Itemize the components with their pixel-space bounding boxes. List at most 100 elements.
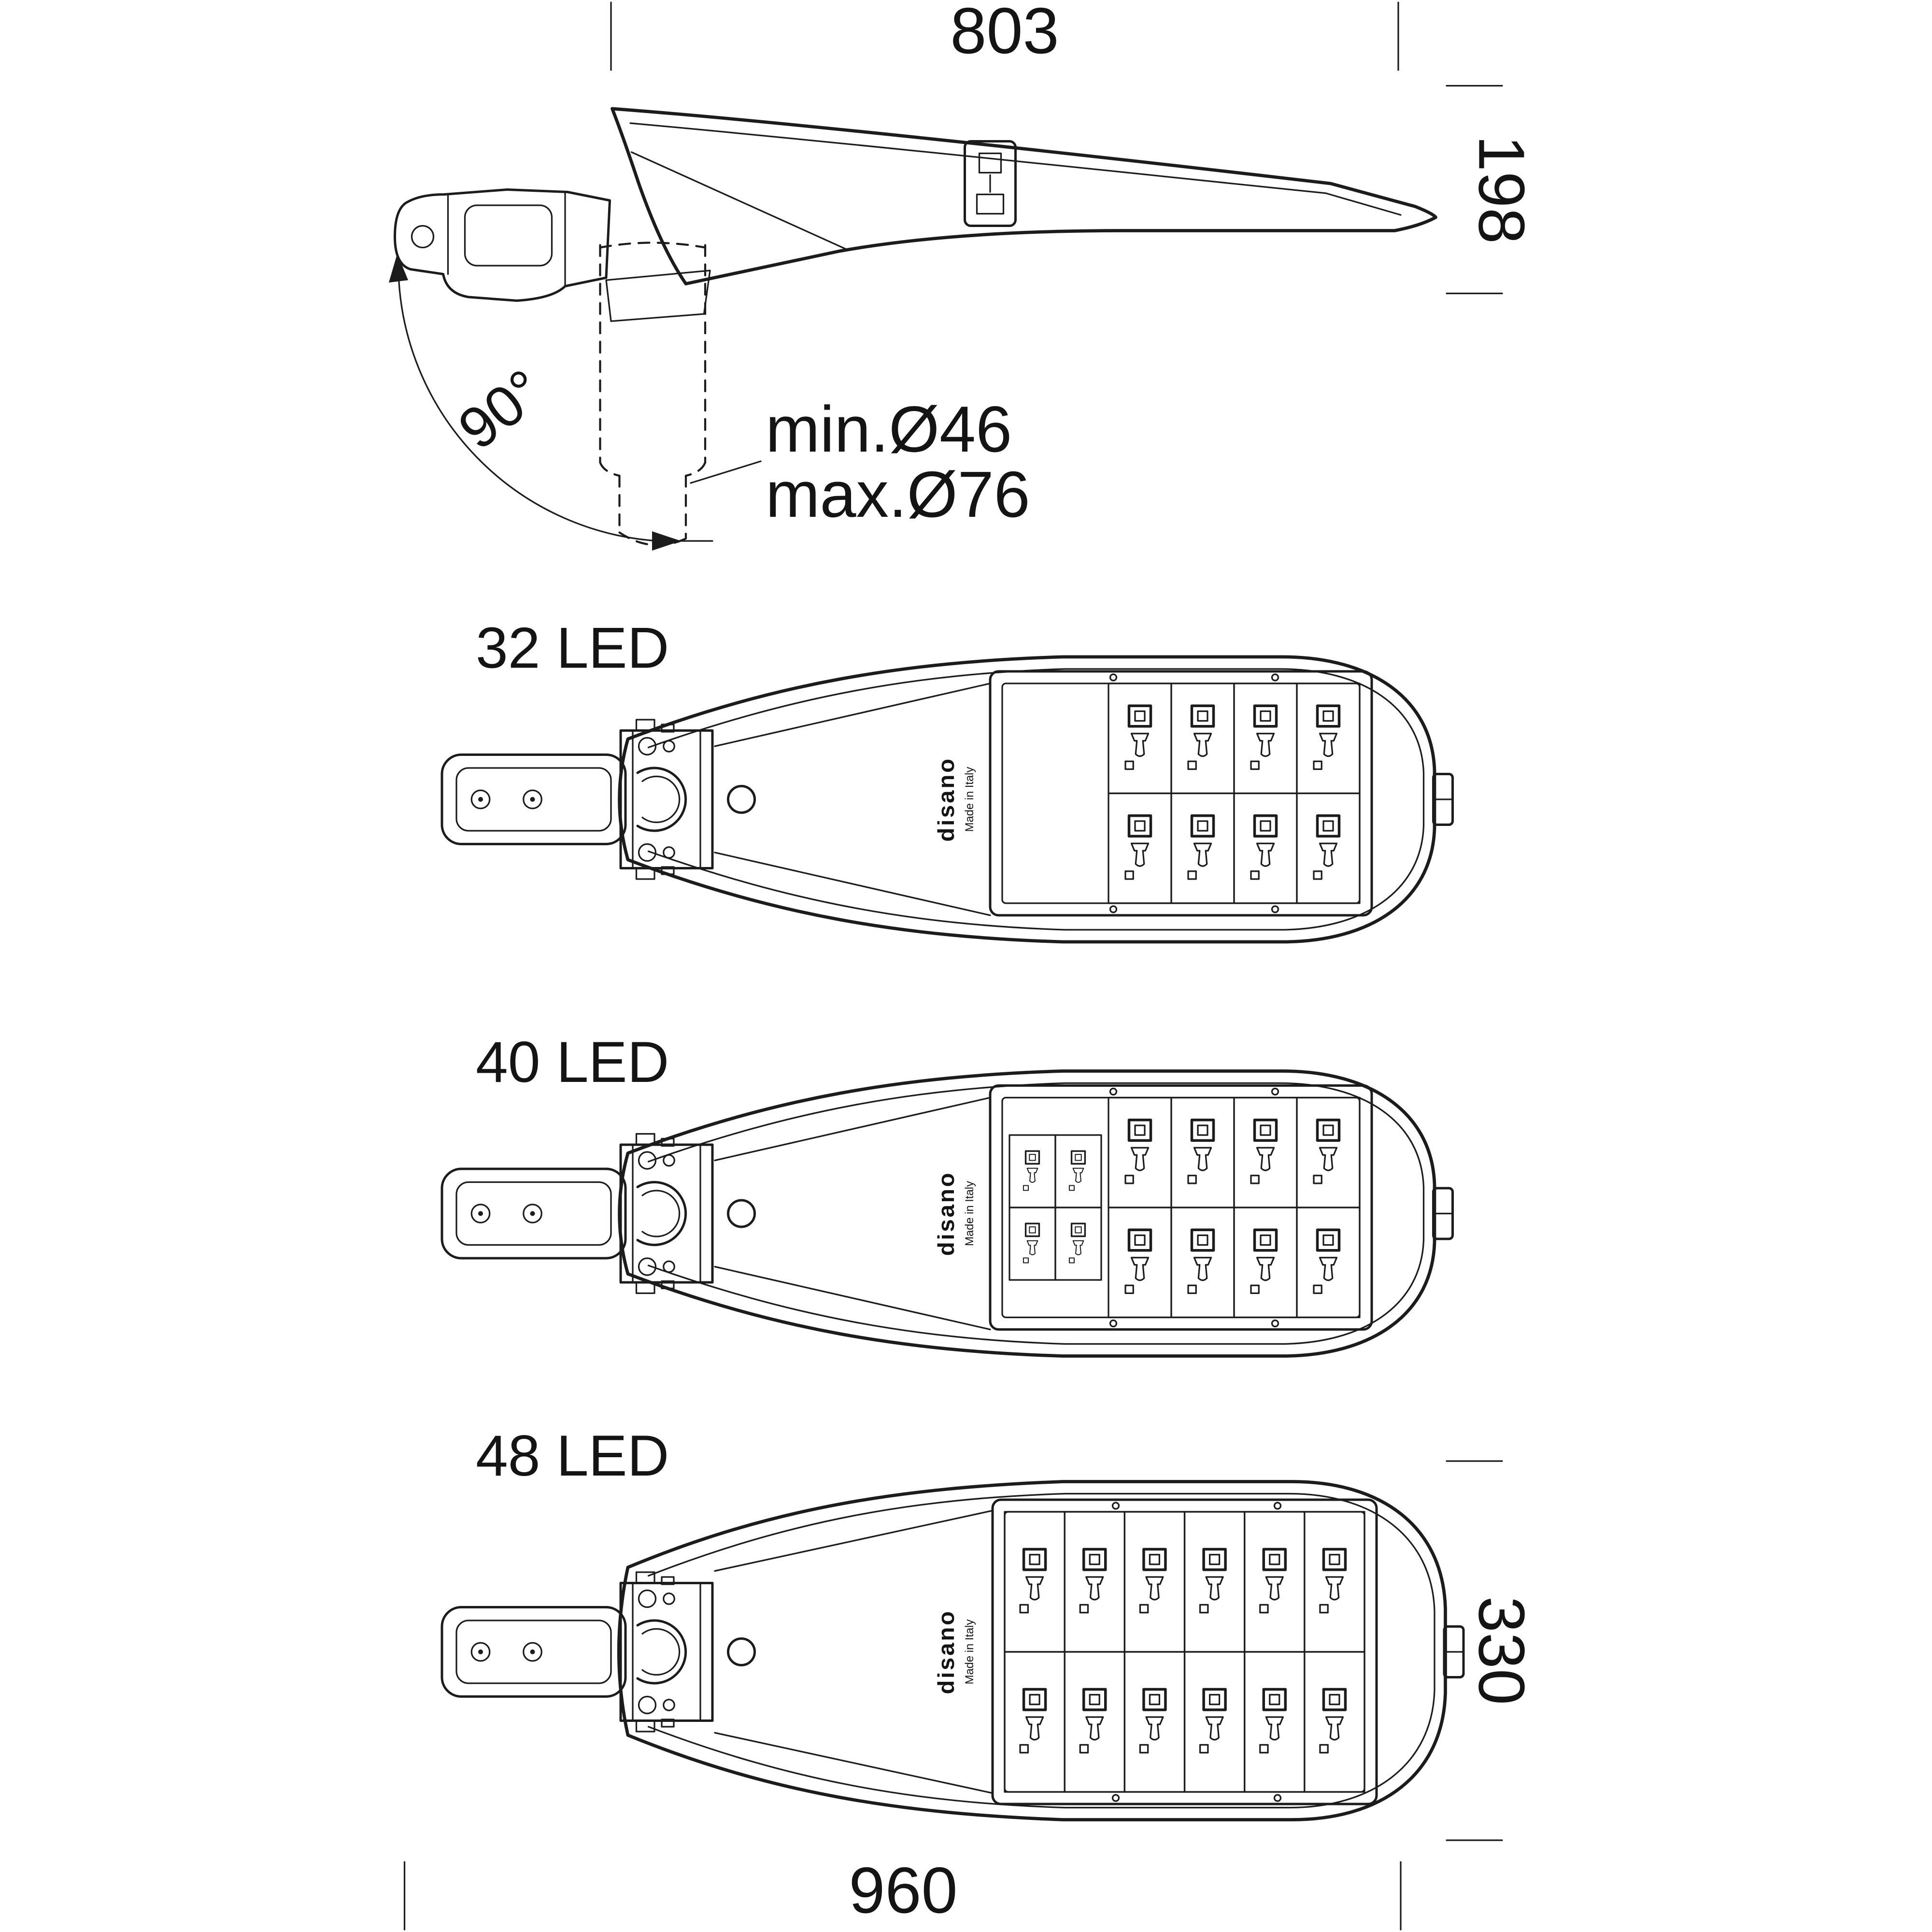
led-module-icon	[1200, 1690, 1226, 1753]
led-module-cell	[1123, 1511, 1186, 1653]
led-module-icon	[1251, 816, 1277, 879]
variant-40-label: 40 LED	[476, 1030, 669, 1094]
led-module-cell	[1004, 1651, 1065, 1793]
brand-logo-text-40: disano	[934, 1171, 959, 1256]
made-in-italy-text-32: Made in Italy	[963, 767, 976, 832]
dim-960-label: 960	[849, 1854, 957, 1927]
led-module-icon	[1314, 816, 1339, 879]
led-array-48	[1004, 1511, 1365, 1793]
plan-view-32led: 32 LED disano Made in Italy	[442, 616, 1453, 942]
led-module-icon	[1023, 1222, 1040, 1264]
led-module-icon	[1140, 1549, 1165, 1613]
led-module-icon	[1251, 1120, 1277, 1183]
variant-48-label: 48 LED	[476, 1423, 669, 1488]
led-module-cell	[1233, 1207, 1298, 1319]
dim-330-ticks	[1446, 1460, 1503, 1841]
led-module-cell	[1054, 1207, 1102, 1281]
dimension-198: 198	[1446, 85, 1538, 295]
led-module-cell	[1304, 1651, 1365, 1793]
led-module-cell	[1009, 1134, 1056, 1208]
led-module-icon	[1188, 816, 1214, 879]
led-module-icon	[1023, 1150, 1040, 1192]
led-module-cell	[1009, 1207, 1056, 1281]
led-module-icon	[1080, 1690, 1106, 1753]
dim-803-label: 803	[950, 0, 1059, 67]
led-module-cell	[1296, 792, 1361, 904]
led-module-icon	[1314, 1230, 1339, 1293]
housing-body-48	[617, 1480, 1465, 1821]
pole-diameter-callout: min.Ø46 max.Ø76	[690, 393, 1030, 531]
led-array-32	[1108, 682, 1361, 904]
mounting-bracket-side	[394, 188, 711, 322]
made-in-italy-text-48: Made in Italy	[963, 1619, 976, 1685]
led-module-cell	[1054, 1134, 1102, 1208]
brand-logo-text-48: disano	[934, 1609, 959, 1694]
led-module-cell	[1233, 682, 1298, 795]
led-module-cell	[1004, 1511, 1065, 1653]
led-module-icon	[1314, 1120, 1339, 1183]
led-module-cell	[1170, 1096, 1235, 1208]
dim-198-ticks	[1446, 85, 1503, 295]
led-module-cell	[1064, 1651, 1125, 1793]
led-module-icon	[1140, 1690, 1165, 1753]
led-module-icon	[1200, 1549, 1226, 1613]
led-module-icon	[1080, 1549, 1106, 1613]
housing-inner-wedge-line	[630, 151, 846, 250]
led-module-cell	[1170, 1207, 1235, 1319]
led-module-icon	[1251, 1230, 1277, 1293]
latch-detail	[964, 140, 1017, 227]
led-module-icon	[1125, 1120, 1151, 1183]
housing-body-32	[620, 657, 1453, 942]
led-module-cell	[1170, 682, 1235, 795]
tilt-angle-indicator: 90°	[389, 254, 713, 551]
housing-body-40	[620, 1071, 1453, 1356]
led-module-icon	[1320, 1549, 1346, 1613]
dim-960-ticks	[403, 1861, 1402, 1931]
led-module-cell	[1296, 1096, 1361, 1208]
led-module-cell	[1296, 682, 1361, 795]
led-module-cell	[1064, 1511, 1125, 1653]
leader-line	[690, 460, 762, 484]
mounting-arm-40	[442, 1134, 712, 1293]
led-module-cell	[1183, 1651, 1246, 1793]
led-module-icon	[1260, 1549, 1286, 1613]
dim-198-label: 198	[1465, 135, 1538, 244]
dim-803-ticks	[610, 1, 1399, 71]
led-module-cell	[1123, 1651, 1186, 1793]
pole-min-label: min.Ø46	[766, 393, 1012, 466]
led-module-cell	[1183, 1511, 1246, 1653]
led-module-icon	[1125, 1230, 1151, 1293]
led-module-icon	[1188, 706, 1214, 769]
mounting-arm-48	[442, 1572, 712, 1732]
led-module-cell	[1304, 1511, 1365, 1653]
dimension-960: 960	[403, 1854, 1402, 1931]
dimension-330: 330	[1446, 1460, 1538, 1841]
led-module-icon	[1188, 1120, 1214, 1183]
mounting-arm-32	[442, 720, 712, 879]
dim-330-label: 330	[1465, 1596, 1538, 1705]
led-module-icon	[1314, 706, 1339, 769]
led-module-icon	[1260, 1690, 1286, 1753]
led-module-icon	[1320, 1690, 1346, 1753]
led-module-cell	[1244, 1511, 1306, 1653]
led-module-icon	[1125, 816, 1151, 879]
led-module-icon	[1068, 1150, 1086, 1192]
led-module-icon	[1125, 706, 1151, 769]
dimension-803: 803	[610, 0, 1399, 71]
led-array-40	[1009, 1096, 1361, 1319]
plan-view-48led: 48 LED disano Made in Italy 330 960	[403, 1423, 1538, 1931]
pole-hidden-outline	[599, 242, 707, 546]
led-module-cell	[1296, 1207, 1361, 1319]
led-module-cell	[1244, 1651, 1306, 1793]
led-module-cell	[1170, 792, 1235, 904]
led-module-icon	[1251, 706, 1277, 769]
tilt-arrow-up-icon	[389, 254, 408, 283]
led-module-cell	[1108, 792, 1172, 904]
side-view: 90° min.Ø46 max.Ø76 803 198	[389, 0, 1538, 551]
led-module-icon	[1020, 1690, 1046, 1753]
plan-view-40led: 40 LED disano Made in Italy	[442, 1030, 1453, 1356]
led-module-cell	[1108, 682, 1172, 795]
variant-32-label: 32 LED	[476, 616, 669, 681]
